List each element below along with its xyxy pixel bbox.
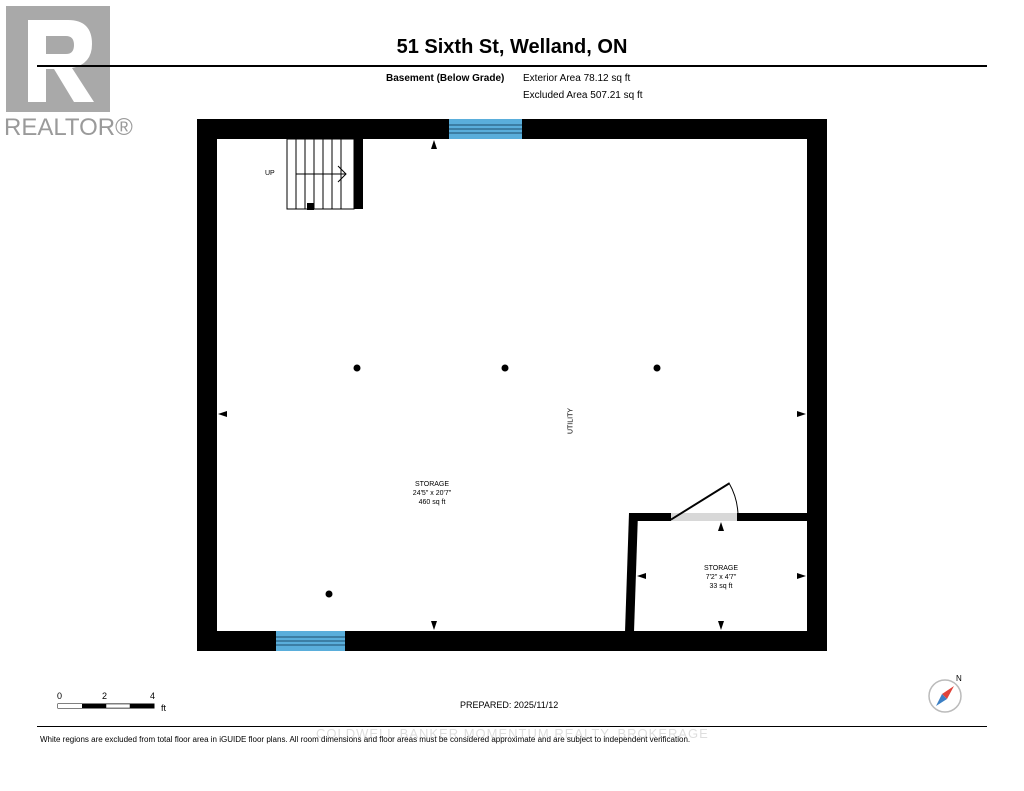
room-label-storage-small: STORAGE 7'2" x 4'7" 33 sq ft <box>704 564 738 591</box>
window-bottom <box>276 631 345 651</box>
compass-icon: N <box>928 674 962 713</box>
header-divider <box>37 65 987 67</box>
scale-bar <box>57 703 155 709</box>
room-area: 460 sq ft <box>418 499 446 506</box>
staircase <box>286 138 363 210</box>
scale-tick-2: 2 <box>102 691 108 701</box>
storage-closet-walls <box>625 482 807 632</box>
room-name: STORAGE <box>703 565 739 572</box>
room-dimensions: 24'5" x 20'7" <box>412 490 452 497</box>
stairs-up-label: UP <box>265 170 275 177</box>
level-name: Basement (Below Grade) <box>386 73 505 84</box>
compass-north-label: N <box>956 674 962 683</box>
scale-tick-0: 0 <box>57 691 63 701</box>
disclaimer-text: White regions are excluded from total fl… <box>40 735 691 744</box>
realtor-logo-text: REALTOR® <box>4 114 133 141</box>
room-label-storage-main: STORAGE 24'5" x 20'7" 460 sq ft <box>413 480 451 507</box>
realtor-logo-icon <box>6 6 110 112</box>
room-name: STORAGE <box>414 481 450 488</box>
prepared-date: PREPARED: 2025/11/12 <box>460 700 559 710</box>
scale-unit: ft <box>161 703 167 713</box>
window-top <box>449 119 522 139</box>
scale-tick-4: 4 <box>150 691 156 701</box>
room-label-utility: UTILITY <box>567 407 575 435</box>
room-area: 33 sq ft <box>709 583 733 590</box>
brokerage-watermark: COLDWELL BANKER MOMENTUM REALTY, BROKERA… <box>316 726 709 741</box>
exterior-area: Exterior Area 78.12 sq ft <box>523 73 631 84</box>
page-title: 51 Sixth St, Welland, ON <box>396 36 628 58</box>
footer-divider <box>37 726 987 727</box>
excluded-area: Excluded Area 507.21 sq ft <box>523 90 643 101</box>
dimension-markers <box>218 140 806 630</box>
room-dimensions: 7'2" x 4'7" <box>705 574 737 581</box>
support-columns <box>325 364 661 598</box>
